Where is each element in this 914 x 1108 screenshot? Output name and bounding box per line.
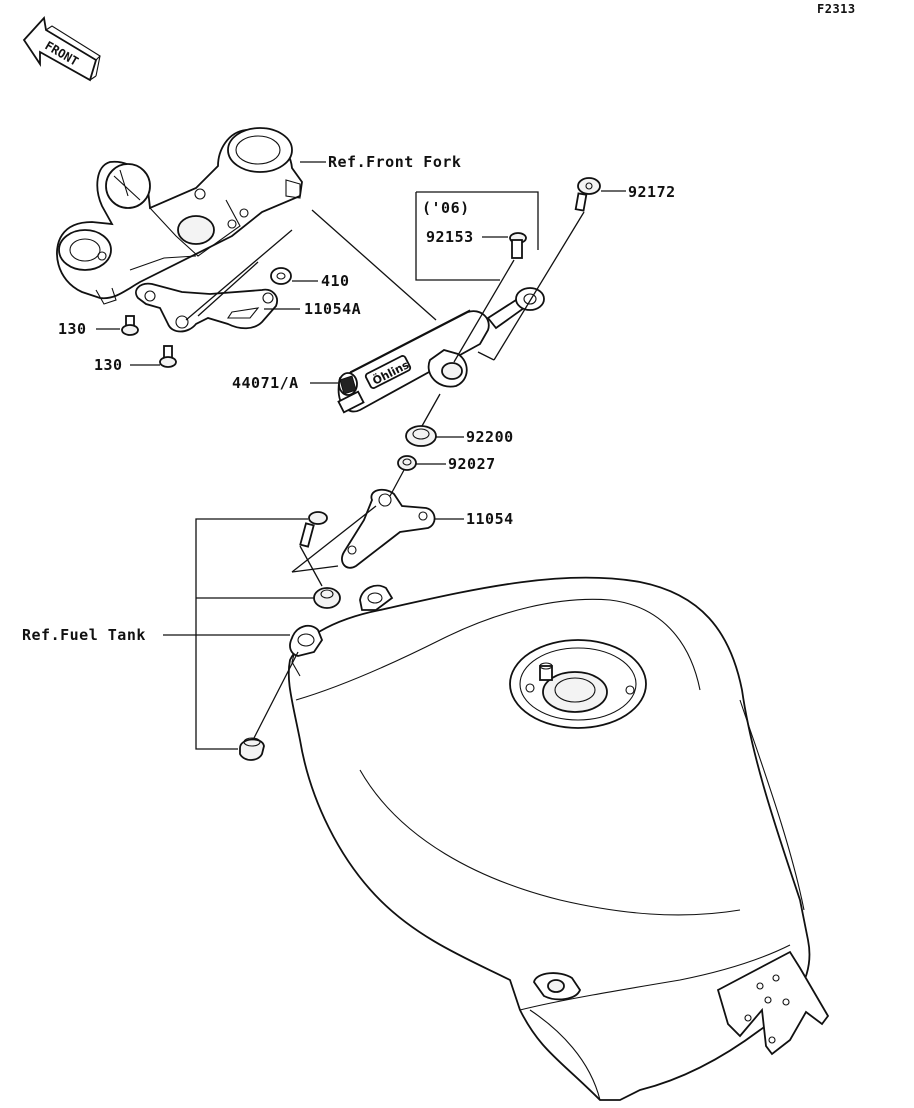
- rubber-damper: [313, 587, 341, 609]
- bolt-92153: [509, 232, 527, 259]
- top-triple-clamp: [56, 127, 303, 305]
- bolt-tank-mount: [299, 511, 328, 548]
- label-92200: 92200: [466, 428, 514, 446]
- label-11054: 11054: [466, 510, 514, 528]
- label-ref-front-fork: Ref.Front Fork: [328, 153, 462, 171]
- label-92153: 92153: [426, 228, 474, 246]
- label-92027: 92027: [448, 455, 496, 473]
- label-130-upper: 130: [58, 320, 87, 338]
- bolt-130-upper: [121, 315, 139, 336]
- bolt-130-lower: [159, 345, 177, 368]
- grommet-92200: [405, 425, 437, 447]
- fuel-tank: [287, 576, 830, 1101]
- label-44071a: 44071/A: [232, 374, 299, 392]
- front-arrow-icon: FRONT: [22, 16, 101, 82]
- washer-410: [270, 267, 292, 285]
- label-130-lower: 130: [94, 356, 123, 374]
- leader-lines: [96, 161, 626, 750]
- label-11054a: 11054A: [304, 300, 362, 318]
- label-ref-fuel-tank: Ref.Fuel Tank: [22, 626, 146, 644]
- bolt-92172: [574, 177, 601, 212]
- collar-bolt: [239, 737, 265, 761]
- steering-damper: Öhlins: [337, 287, 545, 414]
- label-92172: 92172: [628, 183, 676, 201]
- label-410: 410: [321, 272, 350, 290]
- figure-code: F2313: [817, 2, 856, 16]
- collar-92027: [397, 455, 417, 471]
- bracket-11054: [341, 488, 436, 569]
- label-year-note: ('06): [422, 199, 470, 217]
